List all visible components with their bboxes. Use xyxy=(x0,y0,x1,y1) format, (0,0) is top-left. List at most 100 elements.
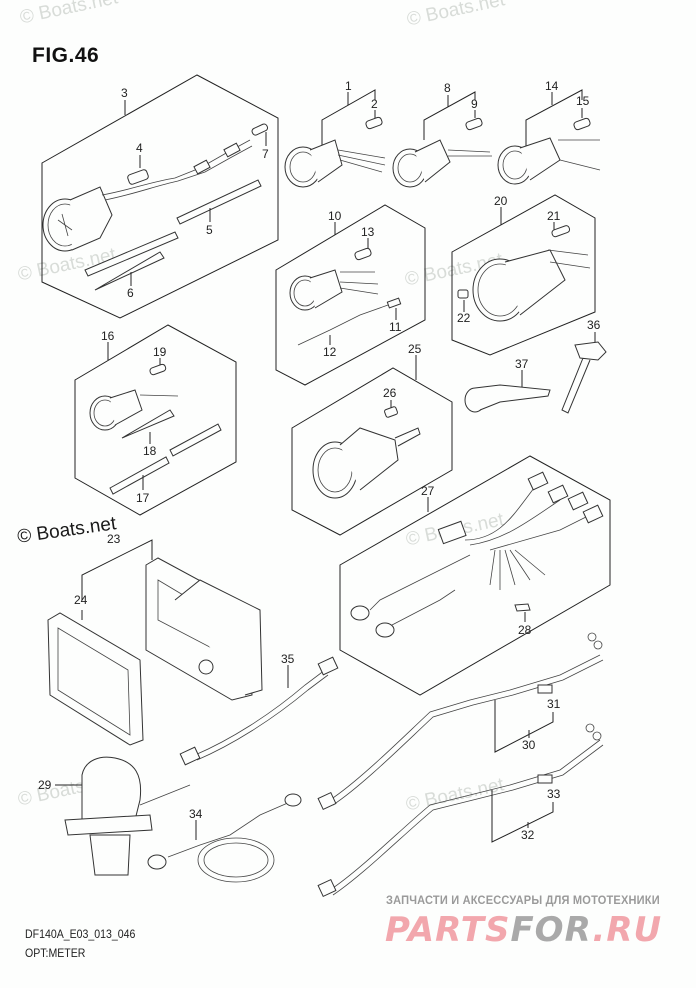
callout-9[interactable]: 9 xyxy=(471,97,478,111)
leader-line xyxy=(491,790,554,843)
callout-21[interactable]: 21 xyxy=(547,209,561,223)
callout-37[interactable]: 37 xyxy=(515,357,529,371)
callout-8[interactable]: 8 xyxy=(444,81,451,95)
kit-outline xyxy=(275,204,426,386)
promo-brand-part2: FOR xyxy=(510,910,593,950)
callout-34[interactable]: 34 xyxy=(189,807,203,821)
callout-10[interactable]: 10 xyxy=(328,209,342,223)
ring-terminal-icon xyxy=(587,632,597,642)
bulb-icon xyxy=(573,117,591,131)
fuse-holder-icon xyxy=(537,684,553,694)
part-group-23: 23 24 xyxy=(47,532,263,746)
display-cover-icon xyxy=(47,612,144,746)
part-group-34: 34 xyxy=(147,793,302,883)
ring-terminal-icon xyxy=(593,640,603,650)
callout-16[interactable]: 16 xyxy=(101,329,115,343)
callout-17[interactable]: 17 xyxy=(136,491,150,505)
callout-22[interactable]: 22 xyxy=(457,311,471,325)
bracket-icon xyxy=(561,341,607,414)
bolt-icon xyxy=(514,603,531,612)
callout-31[interactable]: 31 xyxy=(547,697,561,711)
probe-icon xyxy=(94,251,165,291)
leader-line xyxy=(525,89,583,148)
callout-2[interactable]: 2 xyxy=(371,97,378,111)
callout-33[interactable]: 33 xyxy=(547,787,561,801)
bulb-socket-icon xyxy=(127,169,149,185)
connector-icon xyxy=(223,142,241,158)
kit-outline xyxy=(451,194,596,356)
cable-icon xyxy=(329,739,601,891)
lead-wire-icon xyxy=(297,304,389,346)
connector-icon xyxy=(527,471,549,491)
sensor-icon xyxy=(375,622,395,638)
callout-3[interactable]: 3 xyxy=(121,86,128,100)
connector-icon xyxy=(567,491,589,511)
callout-29[interactable]: 29 xyxy=(38,778,52,792)
promo-brand[interactable]: PARTSFOR.RU xyxy=(385,910,662,950)
callout-13[interactable]: 13 xyxy=(361,225,375,239)
callout-1[interactable]: 1 xyxy=(345,79,352,93)
gps-antenna-icon xyxy=(81,756,142,821)
promo-brand-part3: .RU xyxy=(592,910,663,950)
callout-5[interactable]: 5 xyxy=(206,223,213,237)
wire-icon xyxy=(369,554,471,611)
callout-11[interactable]: 11 xyxy=(389,320,402,334)
callout-20[interactable]: 20 xyxy=(494,194,508,208)
fuse-holder-icon xyxy=(537,774,553,784)
callout-7[interactable]: 7 xyxy=(262,147,269,161)
part-group-1: 1 2 xyxy=(284,79,386,188)
wire-harness-icon xyxy=(464,479,591,551)
callout-6[interactable]: 6 xyxy=(127,286,134,300)
bulb-icon xyxy=(465,117,483,131)
leader-line xyxy=(423,91,476,140)
callout-32[interactable]: 32 xyxy=(521,828,535,842)
part-group-20: 20 21 22 xyxy=(451,194,596,356)
callout-30[interactable]: 30 xyxy=(522,738,536,752)
callout-35[interactable]: 35 xyxy=(281,652,295,666)
connector-icon xyxy=(317,656,339,676)
part-group-16: 16 19 18 17 xyxy=(74,324,237,516)
callout-28[interactable]: 28 xyxy=(518,623,532,637)
connector-icon xyxy=(284,793,302,807)
callout-24[interactable]: 24 xyxy=(74,593,88,607)
callout-25[interactable]: 25 xyxy=(408,342,422,356)
callout-4[interactable]: 4 xyxy=(136,141,143,155)
gauge-icon xyxy=(42,186,113,252)
figure-name: OPT:METER xyxy=(25,946,86,960)
cable-icon xyxy=(194,669,326,756)
ring-terminal-icon xyxy=(585,723,595,733)
connector-icon xyxy=(317,791,337,811)
bulb-icon xyxy=(457,289,469,299)
callout-14[interactable]: 14 xyxy=(545,79,559,93)
keypad-icon xyxy=(198,659,214,675)
connector-icon xyxy=(582,504,604,524)
cable-icon xyxy=(329,654,601,801)
leader-line xyxy=(81,539,153,600)
part-group-32: 33 32 xyxy=(317,723,604,898)
wire-icon xyxy=(104,145,253,201)
part-group-30: 31 30 xyxy=(317,632,604,811)
promo-tagline: ЗАПЧАСТИ И АКСЕССУАРЫ ДЛЯ МОТОТЕХНИКИ xyxy=(386,893,660,907)
kit-outline xyxy=(74,324,237,516)
callout-26[interactable]: 26 xyxy=(383,386,397,400)
figure-code: DF140A_E03_013_046 xyxy=(25,927,136,941)
connector-icon xyxy=(386,297,402,309)
callout-36[interactable]: 36 xyxy=(587,318,601,332)
wire-icon xyxy=(101,139,251,196)
callout-19[interactable]: 19 xyxy=(153,345,167,359)
callout-15[interactable]: 15 xyxy=(576,94,590,108)
connector-icon xyxy=(147,854,167,870)
tube-icon xyxy=(109,456,170,495)
tube-icon xyxy=(169,423,222,457)
leader-line xyxy=(494,700,554,753)
callout-18[interactable]: 18 xyxy=(143,444,157,458)
connector-icon xyxy=(193,159,211,175)
callout-23[interactable]: 23 xyxy=(107,532,121,546)
callout-12[interactable]: 12 xyxy=(323,345,337,359)
callout-27[interactable]: 27 xyxy=(421,484,435,498)
ring-terminal-icon xyxy=(592,731,602,741)
part-group-27: 27 28 xyxy=(339,455,611,696)
part-group-29: 29 xyxy=(38,756,191,876)
connector-icon xyxy=(437,520,467,545)
